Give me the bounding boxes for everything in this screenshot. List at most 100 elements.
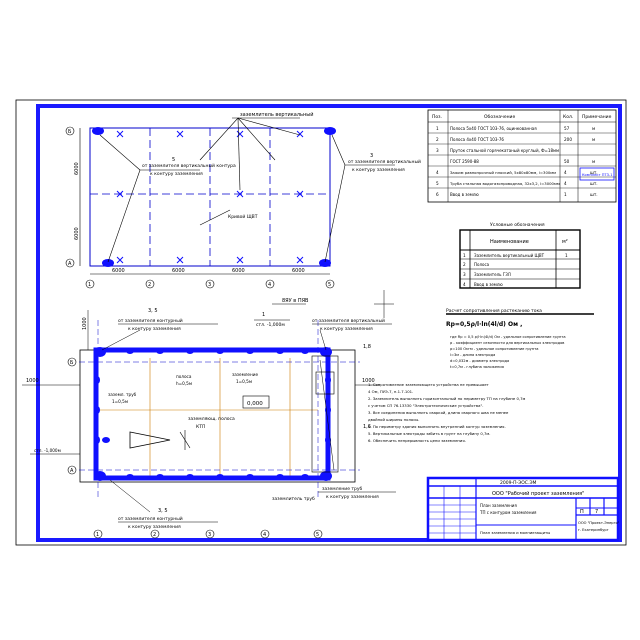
formula-block: Расчет сопротивления растеканию тока Rp=… (446, 308, 594, 369)
title-org: ООО "Рабочий проект заземления" (492, 490, 584, 497)
top-callout: заземлитель вертикальный (240, 111, 313, 118)
note-line: 3. Все соединения выполнить сваркой, дли… (368, 410, 509, 415)
bottom-callout-tr: 8ЯУ в ПЯВ (282, 298, 309, 304)
spec-cell: 2 (436, 137, 439, 142)
note-line: 6. Обеспечить непрерывность цепи заземле… (368, 438, 466, 443)
spec-cell: шт. (590, 170, 598, 175)
legend-header: Наименование (490, 239, 529, 245)
axis-bubble-label: 5 (316, 532, 319, 538)
spec-cell: 1 (564, 192, 567, 197)
bottom-callout-br-2: к контуру заземления (326, 495, 379, 500)
spec-header: Обозначение (484, 114, 515, 120)
legend-title: Условные обозначения (490, 222, 545, 228)
spec-table: Поз. Обозначение Кол. Примечание 1 Полос… (427, 109, 617, 203)
spec-cell: шт. (590, 192, 598, 197)
k-label-6: 1=0,5м (236, 379, 252, 384)
axis-bubble-label: Б (70, 360, 74, 366)
top-callout-right-num: 3 (370, 153, 373, 159)
electrode-icon (92, 127, 104, 135)
axis-bubble-label: А (68, 261, 72, 267)
electrode-icon (324, 127, 336, 135)
legend-cell: 2 (463, 262, 466, 267)
title-line2: ТП с контуром заземления (479, 510, 537, 515)
spec-header: Примечание (582, 114, 612, 120)
top-dim-bottom: 6000 (112, 268, 125, 274)
axis-bubble-label: 3 (208, 532, 211, 538)
center-label: заземляющ. полоса (188, 417, 235, 422)
bottom-callout-bl-2: к контуру заземления (128, 525, 181, 530)
axis-bubble-label: 5 (328, 282, 331, 288)
title-right1: ООО "Проект-Энерго" (578, 521, 620, 525)
inner-frame (36, 104, 622, 542)
top-dim-bottom: 6000 (232, 268, 245, 274)
spec-cell: 6 (436, 192, 439, 197)
spec-cell: 50 (564, 159, 570, 164)
bottom-callout-bl: от заземлителя контурный (118, 515, 183, 522)
formula-line: ρ=100 Ом·м - удельное сопротивление грун… (450, 347, 538, 351)
legend-cell: Ввод в землю (474, 282, 503, 287)
axis-bubble-label: 4 (268, 282, 271, 288)
top-plan: заземлитель вертикальный 5 от заземлител… (65, 111, 421, 289)
k-label-5: заземление (232, 372, 258, 377)
spec-cell: 4 (564, 170, 567, 175)
label-16: 1,6 (363, 424, 371, 430)
spec-note: Комплект ПТЗ-1 (582, 173, 613, 177)
top-dim-bottom: 6000 (292, 268, 305, 274)
legend-header: м² (562, 239, 568, 245)
legend-cell: 1 (565, 253, 568, 258)
note-line: 1. Сопротивление заземляющего устройства… (368, 382, 490, 387)
bottom-callout-tl-2: к контуру заземления (128, 327, 181, 332)
formula-main: Rp=0,5ρ/l·ln(4l/d) Ом , (446, 321, 522, 328)
top-dim-left-2: 6000 (74, 227, 80, 240)
spec-cell: Полоса 4x40 ГОСТ 103-76 (450, 137, 504, 142)
spec-cell: 1 (436, 126, 439, 131)
top-callout-right-2: к контуру заземления (352, 168, 405, 173)
bottom-callout-tl-num: 3, 5 (148, 308, 158, 314)
spec-cell: ГОСТ 2590-88 (450, 159, 479, 164)
spec-cell: 4 (436, 170, 439, 175)
title-drawing: План заземления и молниезащиты (480, 530, 550, 535)
bottom-left-stl: стл. -1,000м (34, 448, 61, 453)
plate-label: 0,000 (247, 401, 263, 407)
axis-bubble-label: 3 (208, 282, 211, 288)
axis-bubble-label: 4 (263, 532, 266, 538)
bottom-callout-tl: от заземлителя контурный (118, 317, 183, 324)
dim-left: 1000 (26, 378, 39, 384)
spec-cell: м (592, 126, 595, 131)
axis-bubble-label: 2 (153, 532, 156, 538)
top-callout-left: от заземлителя вертикальный контура (142, 162, 236, 169)
electrode-icon (102, 259, 114, 267)
legend-cell: Полоса (474, 262, 490, 267)
formula-line: l=3м - длина электрода (450, 353, 495, 357)
note-line: 2. Заземлитель выполнить горизонтальный … (368, 396, 525, 401)
axis-bubble-label: 1 (88, 282, 91, 288)
dim-right: 1000 (362, 378, 375, 384)
top-callout-right: от заземлителя вертикальный (348, 158, 421, 165)
k-label-4: h=0,5м (176, 381, 192, 386)
label-one: 1 (262, 312, 265, 318)
spec-cell: шт. (590, 181, 598, 186)
axis-bubble-label: Б (68, 129, 72, 135)
stl-label: стл. -1,000м (256, 322, 285, 328)
axis-bubble-label: 2 (148, 282, 151, 288)
spec-cell: Полоса 5x40 ГОСТ 103-76, оцинкованная (450, 126, 537, 131)
spec-cell: м (592, 159, 595, 164)
formula-line: t=0,7м - глубина заложения (450, 365, 504, 369)
formula-line: ρ - коэффициент сезонности для вертикаль… (450, 341, 564, 345)
legend-cell: 4 (463, 282, 466, 287)
title-line1: План заземления (480, 503, 517, 508)
formula-line: d=0,032м - диаметр электрода (450, 359, 509, 363)
bottom-callout-br: заземление труб (322, 486, 363, 492)
bottom-callout-bm: заземлитель труб (272, 496, 315, 502)
dim-top: 1000 (82, 317, 88, 330)
ktp-label: КТП (196, 424, 205, 430)
legend-table: Условные обозначения Наименование м² 1 З… (459, 222, 581, 289)
spec-cell: Зажим равнопрочный плоский, 5x80x80мм, l… (450, 170, 556, 175)
electrode-icon (319, 259, 331, 267)
title-sheet: 7 (595, 509, 598, 515)
axis-bubble-label: 1 (96, 532, 99, 538)
spec-cell: 4 (564, 181, 567, 186)
top-callout-left-2: к контуру заземления (150, 172, 203, 177)
notes-block: 1. Сопротивление заземляющего устройства… (368, 382, 525, 443)
